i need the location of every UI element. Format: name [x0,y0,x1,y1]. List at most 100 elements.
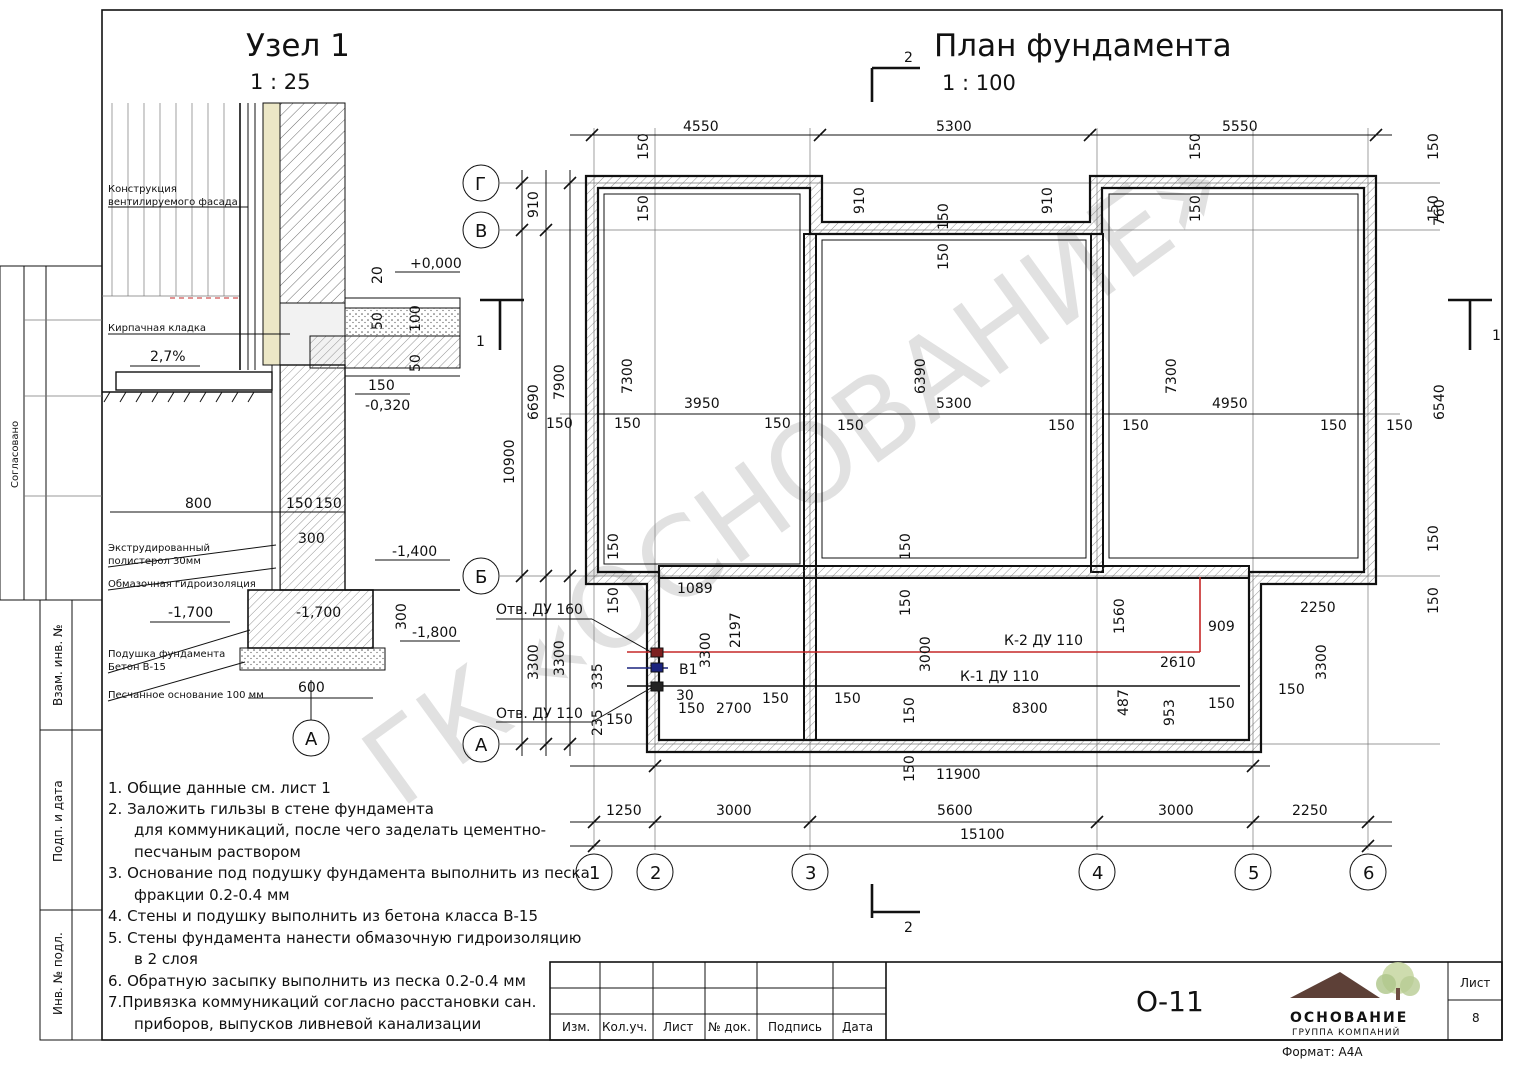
note-1: 1. Общие данные см. лист 1 [108,779,331,797]
label-pad: Подушка фундамента [108,649,225,660]
note-7b: приборов, выпусков ливневой канализации [134,1015,481,1033]
stamp-col-izm: Изм. [562,1020,590,1034]
room-width-2: 5300 [936,396,972,412]
stamp-col-list: Лист [663,1020,693,1034]
axis-letter-g: Г [475,174,486,195]
dim-953: 953 [1162,699,1178,726]
dim-8300: 8300 [1012,701,1048,717]
wall-150-30: 150 [902,755,918,782]
dim-2700: 2700 [716,701,752,717]
stamp-col-kolich: Кол.уч. [602,1020,647,1034]
dim-level-1800: -1,800 [412,625,457,641]
label-brick: Кирпачная кладка [108,323,206,334]
note-5b: в 2 слоя [134,950,198,968]
stamp-inv-orig: Инв. № подл. [51,932,65,1015]
label-sand: Песчанное основание 100 мм [108,690,264,701]
dim-150b: 150 [286,496,313,512]
dim-6540: 6540 [1432,384,1448,420]
axis-bubble-g [462,164,500,202]
wall-150-29: 150 [902,697,918,724]
top-dim-3: 5550 [1222,119,1258,135]
note-4: 4. Стены и подушку выполнить из бетона к… [108,907,538,925]
label-facade: Конструкция [108,184,177,195]
dim-level-1700a: -1,700 [168,605,213,621]
wall-150-5: 150 [1048,418,1075,434]
wall-150-17: 150 [606,533,622,560]
wall-150-18: 150 [606,587,622,614]
dim-level-320: -0,320 [365,398,410,414]
top-dim-2: 5300 [936,119,972,135]
wall-150-2: 150 [614,416,641,432]
plan-scale: 1 : 100 [942,71,1016,95]
dim-1089: 1089 [677,581,713,597]
top-dim-1: 4550 [683,119,719,135]
hole-160-label: Отв. ДУ 160 [496,602,583,618]
note-3: 3. Основание под подушку фундамента выпо… [108,864,590,882]
dim-2610: 2610 [1160,655,1196,671]
wall-150-12: 150 [936,243,952,270]
dim-909: 909 [1208,619,1235,635]
section-1-left: 1 [476,334,485,350]
note-7: 7.Привязка коммуникаций согласно расстан… [108,993,536,1011]
dim-3300-c: 3300 [698,632,714,668]
pipe-k1-label: К-1 ДУ 110 [960,669,1039,685]
wall-150-24: 150 [834,691,861,707]
brand-sub: ГРУППА КОМПАНИЙ [1292,1026,1400,1038]
axis-number-3: 3 [805,863,816,884]
wall-150-9: 150 [636,133,652,160]
note-5: 5. Стены фундамента нанести обмазочную г… [108,929,581,947]
brand-name: ОСНОВАНИЕ [1290,1010,1408,1026]
left-dim-6690: 6690 [526,384,542,420]
axis-bubble-v [462,211,500,249]
wall-150-21: 150 [1426,525,1442,552]
wall-150-28: 150 [1278,682,1305,698]
node-title: Узел 1 [246,28,350,64]
axis-bubble-b [462,557,500,595]
note-2c: песчаным раствором [134,843,301,861]
dim-1560: 1560 [1112,598,1128,634]
room-height-3: 7300 [1164,358,1180,394]
axis-bubble-6 [1349,853,1387,891]
note-6: 6. Обратную засыпку выполнить из песка 0… [108,972,526,990]
dim-3300-b: 3300 [552,640,568,676]
dim-level-1400: -1,400 [392,544,437,560]
wall-150-22: 150 [1426,587,1442,614]
foundation-plan: План фундамента 1 : 100 [462,28,1501,936]
bottom-dim-4: 3000 [1158,803,1194,819]
axis-number-1: 1 [589,863,600,884]
room-height-2: 6390 [913,358,929,394]
wall-150-11: 150 [936,203,952,230]
axis-bubble-1 [575,853,613,891]
dim-487: 487 [1116,689,1132,716]
frame-approved-label: Согласовано [10,421,21,488]
axis-number-5: 5 [1248,863,1259,884]
dim-2197: 2197 [728,612,744,648]
note-2b: для коммуникаций, после чего заделать це… [134,821,546,839]
dim-300: 300 [298,531,325,547]
inner-total: 11900 [936,767,981,783]
paper-format: Формат: А4А [1282,1045,1363,1059]
left-dim-910: 910 [526,191,542,218]
general-notes: 1. Общие данные см. лист 1 2. Заложить г… [108,779,590,1033]
dim-7900: 7900 [552,364,568,400]
axis-letter-v: В [475,221,487,242]
node-detail: Узел 1 1 : 25 [102,28,462,757]
axis-bubble-a [462,725,500,763]
title-block: Изм. Кол.уч. Лист № док. Подпись Дата О-… [549,961,1503,1059]
dim-20: 20 [370,266,386,284]
dim-300b: 300 [394,603,410,630]
sheet-number: 8 [1472,1011,1480,1025]
wall-150-27: 150 [1208,696,1235,712]
axis-bubble-5 [1234,853,1272,891]
bottom-dim-5: 2250 [1292,803,1328,819]
label-waterproof: Обмазочная гидроизоляция [108,579,256,590]
dim-335: 335 [590,663,606,690]
wall-150-19: 150 [898,533,914,560]
wall-150-13: 150 [1188,133,1204,160]
note-3b: фракции 0.2-0.4 мм [134,886,290,904]
bottom-total: 15100 [960,827,1005,843]
axis-letter-a: А [475,735,488,756]
wall-150-15: 150 [1426,133,1442,160]
label-xps-2: полистерол 30мм [108,556,201,567]
